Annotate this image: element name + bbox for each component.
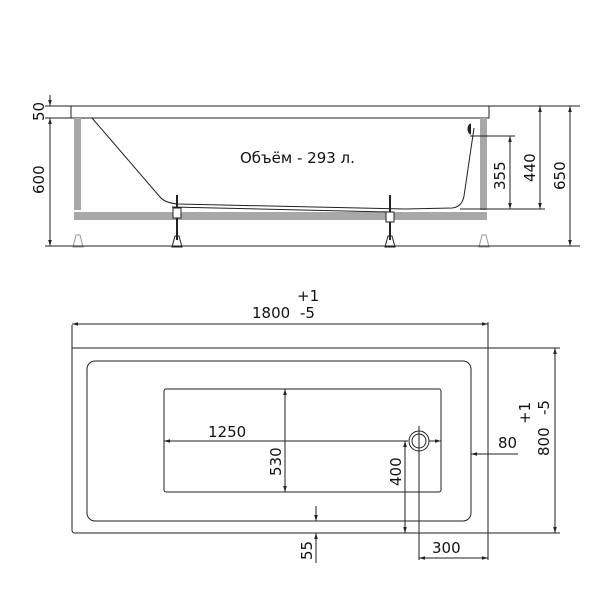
dim-drain-offset-y: 400: [387, 457, 405, 486]
volume-label: Объём - 293 л.: [240, 149, 355, 167]
dim-inner-width: 530: [267, 447, 285, 476]
tub-body: [91, 117, 475, 210]
width-tol-minus: -5: [535, 400, 553, 415]
foot-right: [384, 195, 396, 248]
length-value: 1800: [252, 304, 290, 322]
top-view: [71, 322, 560, 563]
foot-left: [171, 195, 183, 248]
dim-rim-height: 50: [30, 102, 48, 121]
frame-foot-left: [72, 234, 84, 248]
dim-inner-length: 1250: [208, 423, 246, 441]
length-tol-minus: -5: [300, 304, 315, 322]
dim-leg-height: 600: [30, 165, 48, 194]
width-value: 800: [535, 427, 553, 456]
frame-foot-right: [478, 234, 490, 248]
dim-inner-depth: 440: [521, 153, 539, 182]
dim-drain-offset-x: 300: [432, 539, 461, 557]
tub-bottom-line: [171, 206, 391, 213]
side-view: [45, 95, 580, 248]
dim-drain-height: 355: [491, 161, 509, 190]
frame-bar: [74, 212, 487, 220]
dim-total-height: 650: [551, 161, 569, 190]
dim-rim-front: 55: [298, 541, 316, 560]
overflow-icon: [467, 123, 472, 135]
dim-rim-side: 80: [498, 434, 517, 452]
width-tol-plus: +1: [516, 402, 534, 424]
frame-leg-left: [74, 118, 81, 210]
length-tol-plus: +1: [297, 287, 319, 305]
tub-outline: [71, 347, 489, 534]
tub-rim: [70, 105, 490, 119]
frame-leg-right: [480, 118, 487, 210]
tub-inner-rim: [86, 360, 472, 522]
